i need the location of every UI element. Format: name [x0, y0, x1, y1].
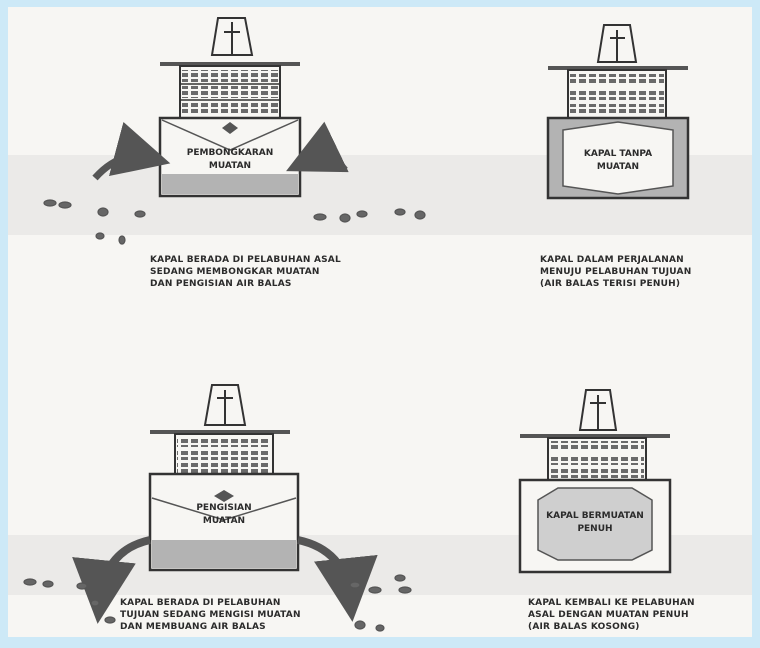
cargo-label-3: PENGISIAN MUATAN — [174, 502, 274, 528]
cargo-label-1: PEMBONGKARAN MUATAN — [180, 147, 280, 173]
cargo-label-2: KAPAL TANPA MUATAN — [568, 148, 668, 174]
caption-1: KAPAL BERADA DI PELABUHAN ASAL SEDANG ME… — [150, 254, 341, 290]
caption-4: KAPAL KEMBALI KE PELABUHAN ASAL DENGAN M… — [528, 597, 695, 633]
caption-3: KAPAL BERADA DI PELABUHAN TUJUAN SEDANG … — [120, 597, 301, 633]
cargo-label-4: KAPAL BERMUATAN PENUH — [535, 510, 655, 536]
caption-2: KAPAL DALAM PERJALANAN MENUJU PELABUHAN … — [540, 254, 691, 290]
